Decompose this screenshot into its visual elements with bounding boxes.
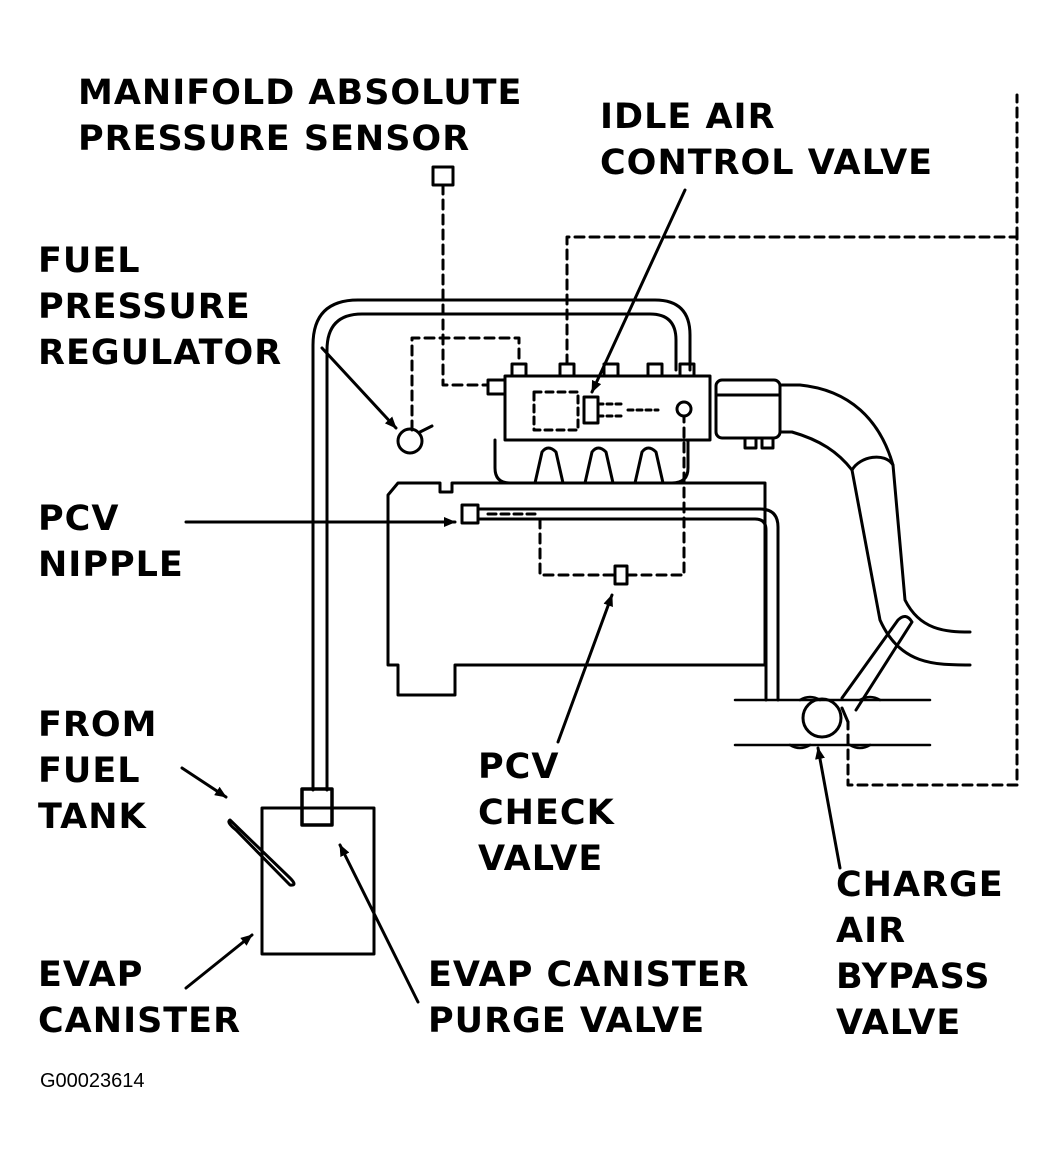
map-sensor (431, 165, 455, 187)
engine-block (386, 481, 767, 697)
evap-canister-purge-valve (300, 787, 334, 827)
vacuum-lines (410, 93, 1019, 787)
fuel-pressure-regulator (396, 427, 424, 455)
pcv-nipple (460, 503, 480, 525)
charge-air-bypass-valve (801, 697, 843, 739)
fuel-tank-line (227, 818, 296, 887)
leader-arrows (180, 188, 842, 1004)
iac-valve-body (532, 390, 580, 432)
plenum-left-fitting (486, 378, 507, 396)
plenum-top-nipples (510, 362, 696, 378)
plenum-port (675, 400, 693, 418)
throttle-body (714, 378, 782, 440)
evap-canister (260, 806, 376, 956)
figure-code: G00023614 (40, 1070, 145, 1092)
fuel-line (311, 298, 692, 792)
intake-runners (493, 438, 690, 485)
pcv-check-valve (613, 564, 629, 586)
